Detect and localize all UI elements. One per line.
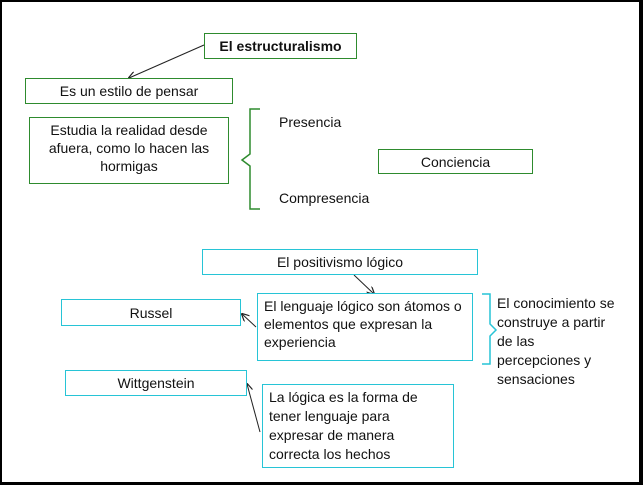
knowledge-text: El conocimiento se construye a partir de… (497, 295, 615, 387)
language-box: El lenguaje lógico son átomos o elemento… (257, 293, 473, 361)
green-brace (240, 108, 260, 210)
presencia-label: Presencia (279, 114, 342, 130)
study-box: Estudia la realidad desde afuera, como l… (29, 117, 229, 184)
conciencia-box: Conciencia (378, 149, 533, 174)
russel-box: Russel (61, 299, 241, 326)
arrow-positivism-to-language (353, 274, 374, 294)
title-box: El estructuralismo (204, 33, 357, 59)
arrow-language-to-russel (242, 314, 257, 328)
arrow-title-to-style (129, 44, 205, 78)
arrow-logic-to-wittgenstein (247, 384, 261, 433)
compresencia-label: Compresencia (279, 190, 370, 206)
style-box: Es un estilo de pensar (25, 78, 233, 104)
logic-box: La lógica es la forma de tener lenguaje … (262, 384, 454, 468)
cyan-brace (482, 293, 498, 365)
positivism-box: El positivismo lógico (202, 249, 478, 275)
wittgenstein-box: Wittgenstein (65, 370, 247, 396)
